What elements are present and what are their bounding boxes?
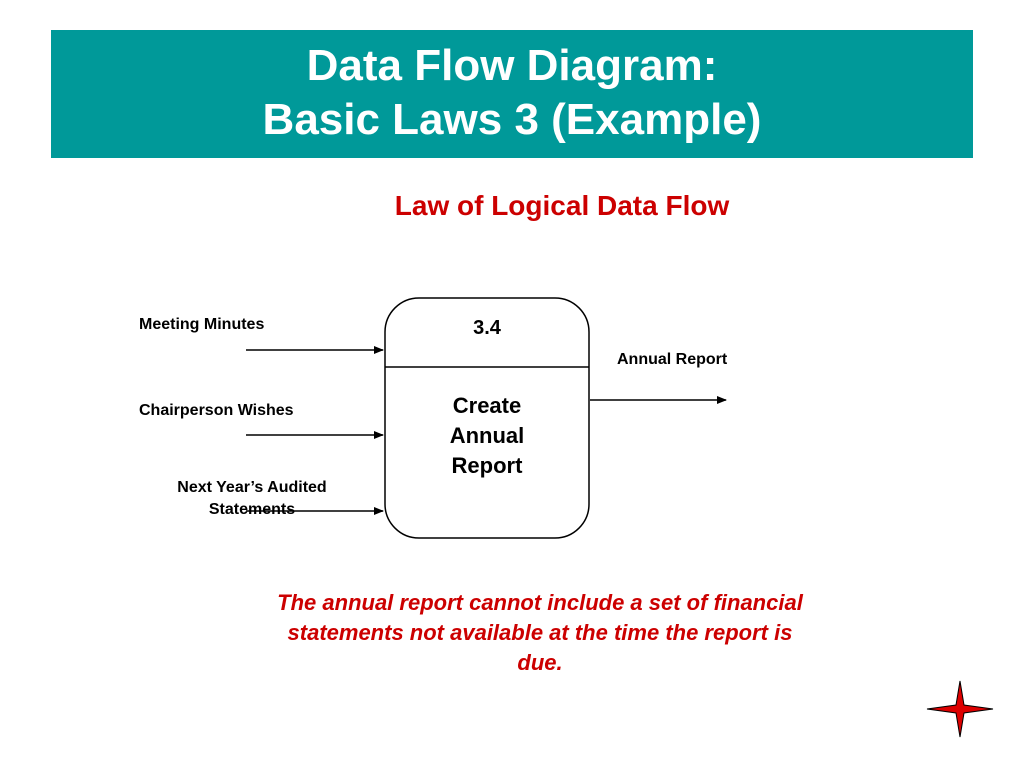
process-name: Create Annual Report (385, 391, 589, 481)
slide-title-line-1: Data Flow Diagram: (306, 41, 718, 90)
process-name-line-2: Annual (449, 423, 525, 448)
note-line-1: The annual report cannot include a set o… (277, 590, 803, 615)
output-label-annual-report: Annual Report (617, 351, 728, 368)
explanation-note: The annual report cannot include a set o… (220, 588, 860, 678)
input-label-chairperson-wishes: Chairperson Wishes (139, 402, 294, 419)
input-label-meeting-minutes: Meeting Minutes (139, 316, 265, 333)
note-line-2: statements not available at the time the… (287, 620, 793, 645)
process-id: 3.4 (473, 317, 501, 339)
four-point-star-icon (926, 680, 994, 738)
input-label-audited-statements-line-1: Next Year’s Audited (177, 479, 327, 496)
slide-title-line-2: Basic Laws 3 (Example) (262, 95, 762, 144)
process-box (384, 297, 590, 539)
process-name-line-1: Create (452, 393, 522, 418)
note-line-3: due. (517, 650, 563, 675)
input-label-audited-statements-line-2: Statements (208, 501, 296, 518)
process-name-line-3: Report (451, 453, 523, 478)
title-bar: Data Flow Diagram: Basic Laws 3 (Example… (51, 30, 973, 158)
law-subtitle: Law of Logical Data Flow (394, 190, 730, 221)
input-label-audited-statements: Next Year’s Audited Statements (152, 477, 352, 521)
